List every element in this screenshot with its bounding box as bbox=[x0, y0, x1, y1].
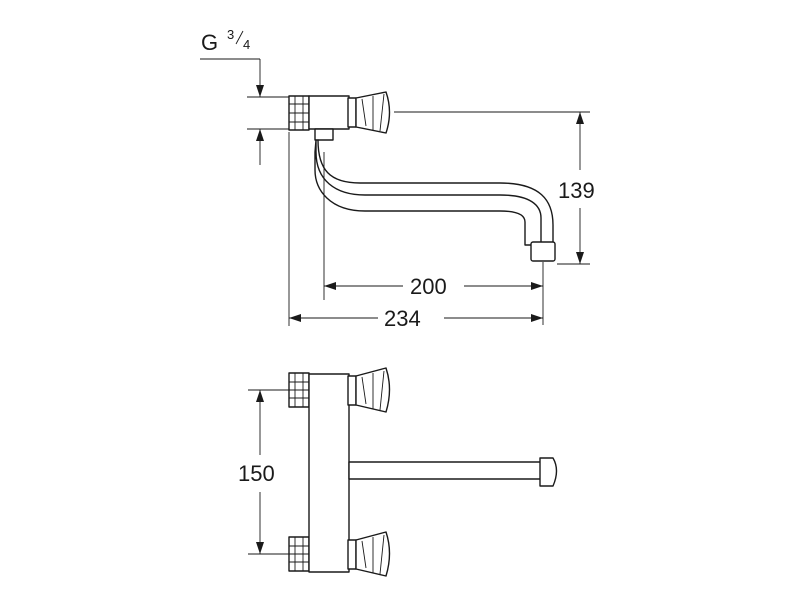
side-view: G 3 4 bbox=[200, 27, 595, 331]
front-handle-bottom bbox=[347, 531, 391, 577]
dim200-arrow-left bbox=[324, 282, 336, 290]
valve-body bbox=[308, 95, 350, 130]
spout-connector bbox=[314, 128, 334, 141]
thread-frac-num: 3 bbox=[227, 27, 234, 42]
dim234-arrow-right bbox=[531, 314, 543, 322]
spout-outer-edge bbox=[317, 139, 554, 246]
dim234-arrow-left bbox=[289, 314, 301, 322]
dim-139-label: 139 bbox=[558, 178, 595, 203]
dim150-arrow-bottom bbox=[256, 542, 264, 554]
dim139-arrow-bottom bbox=[576, 252, 584, 264]
front-spout-pipe bbox=[348, 461, 544, 480]
thread-frac-slash bbox=[235, 30, 244, 45]
spout-pipe bbox=[314, 139, 542, 246]
front-nut-top bbox=[288, 372, 310, 408]
dim139-arrow-top bbox=[576, 112, 584, 124]
wall-nut bbox=[288, 95, 310, 131]
tap-handle bbox=[347, 91, 391, 134]
thread-frac-den: 4 bbox=[243, 37, 250, 52]
dim200-arrow-right bbox=[531, 282, 543, 290]
spout-aerator bbox=[530, 241, 556, 262]
front-nut-bottom bbox=[288, 536, 310, 572]
thread-letter: G bbox=[201, 30, 218, 55]
dim-234-label: 234 bbox=[384, 306, 421, 331]
front-spout-tip bbox=[539, 457, 558, 487]
dim-150-label: 150 bbox=[238, 461, 275, 486]
dim-200-label: 200 bbox=[410, 274, 447, 299]
thread-arrow-top bbox=[256, 85, 264, 97]
dim150-arrow-top bbox=[256, 390, 264, 402]
front-valve-body bbox=[308, 373, 350, 573]
thread-arrow-bottom bbox=[256, 129, 264, 141]
front-view: 150 bbox=[238, 367, 558, 577]
front-handle-top bbox=[347, 367, 391, 413]
